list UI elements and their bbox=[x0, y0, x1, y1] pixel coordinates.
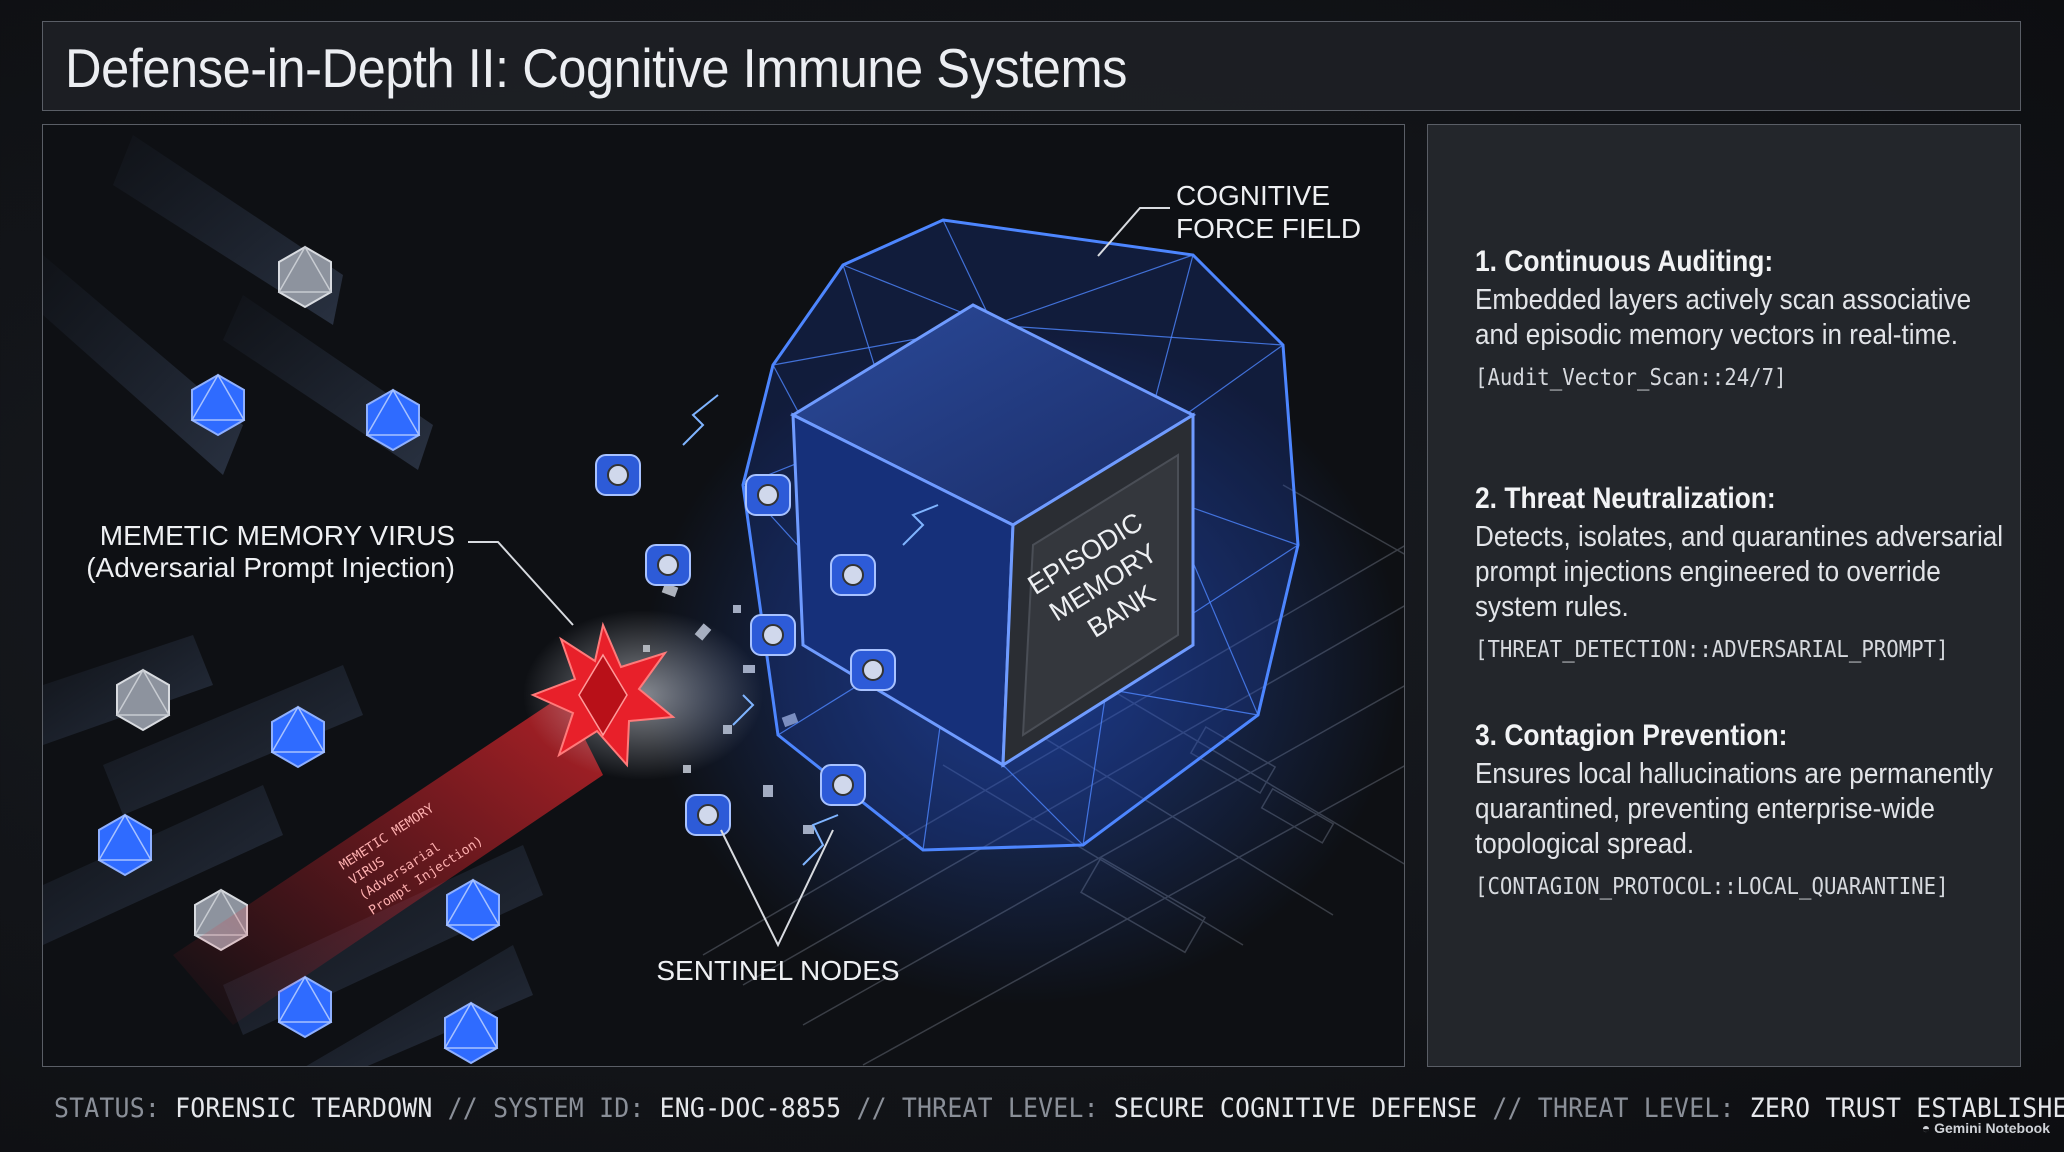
sentinel-node-icon bbox=[685, 794, 731, 836]
status-value: FORENSIC TEARDOWN bbox=[175, 1093, 433, 1124]
memetic-virus-icon bbox=[530, 621, 676, 768]
section-contagion-prevention: 3. Contagion Prevention: Ensures local h… bbox=[1475, 719, 2005, 900]
data-packet-icon bbox=[277, 245, 333, 309]
sentinel-node-icon bbox=[745, 474, 791, 516]
notebook-icon: ◓ bbox=[1921, 1120, 1931, 1136]
status-separator: // bbox=[1492, 1093, 1523, 1124]
data-packet-icon bbox=[190, 373, 246, 437]
section-code: [CONTAGION_PROTOCOL::LOCAL_QUARANTINE] bbox=[1475, 874, 1949, 900]
section-heading: 3. Contagion Prevention: bbox=[1475, 719, 1788, 752]
immune-system-illustration: MEMETIC MEMORY VIRUS (Adversarial Prompt… bbox=[43, 135, 1404, 1066]
status-key: SYSTEM ID: bbox=[493, 1093, 645, 1124]
watermark-text: Gemini Notebook bbox=[1934, 1120, 2050, 1136]
status-value: SECURE COGNITIVE DEFENSE bbox=[1113, 1093, 1478, 1124]
section-body: Embedded layers actively scan associativ… bbox=[1475, 284, 1972, 351]
force-field-label: FORCE FIELD bbox=[1176, 213, 1361, 244]
data-packet-icon bbox=[443, 1001, 499, 1065]
title-bar: Defense-in-Depth II: Cognitive Immune Sy… bbox=[42, 21, 2021, 111]
sentinel-node-icon bbox=[820, 764, 866, 806]
info-panel: 1. Continuous Auditing: Embedded layers … bbox=[1427, 124, 2021, 1067]
leader-lines bbox=[468, 207, 1170, 948]
sentinel-node-icon bbox=[750, 614, 796, 656]
section-code: [THREAT_DETECTION::ADVERSARIAL_PROMPT] bbox=[1475, 637, 1949, 663]
virus-beam bbox=[173, 695, 603, 1025]
status-value: ZERO TRUST ESTABLISHED bbox=[1749, 1093, 2064, 1124]
section-continuous-auditing: 1. Continuous Auditing: Embedded layers … bbox=[1475, 245, 2005, 391]
diagram-panel: MEMETIC MEMORY VIRUS (Adversarial Prompt… bbox=[42, 124, 1405, 1067]
section-code: [Audit_Vector_Scan::24/7] bbox=[1475, 365, 1787, 391]
status-key: STATUS: bbox=[54, 1093, 160, 1124]
data-packets bbox=[97, 245, 501, 1065]
status-separator: // bbox=[447, 1093, 478, 1124]
section-body: Detects, isolates, and quarantines adver… bbox=[1475, 521, 2004, 623]
data-packet-icon bbox=[445, 878, 501, 942]
status-key: THREAT LEVEL: bbox=[1537, 1093, 1735, 1124]
section-threat-neutralization: 2. Threat Neutralization: Detects, isola… bbox=[1475, 482, 2005, 663]
sentinel-node-icon bbox=[595, 454, 641, 496]
force-field-label: COGNITIVE bbox=[1176, 180, 1330, 211]
section-heading: 2. Threat Neutralization: bbox=[1475, 482, 1776, 515]
data-packet-icon bbox=[97, 813, 153, 877]
sentinel-node-icon bbox=[645, 544, 691, 586]
watermark: ◓ Gemini Notebook bbox=[1922, 1120, 2050, 1136]
virus-sublabel: (Adversarial Prompt Injection) bbox=[86, 552, 455, 583]
sentinel-node-icon bbox=[830, 554, 876, 596]
status-key: THREAT LEVEL: bbox=[901, 1093, 1099, 1124]
section-heading: 1. Continuous Auditing: bbox=[1475, 245, 1774, 278]
virus-label: MEMETIC MEMORY VIRUS bbox=[100, 520, 455, 551]
sentinel-nodes bbox=[595, 454, 896, 836]
sentinel-node-icon bbox=[850, 649, 896, 691]
sentinel-label: SENTINEL NODES bbox=[656, 955, 899, 986]
status-separator: // bbox=[856, 1093, 887, 1124]
status-bar: STATUS: FORENSIC TEARDOWN // SYSTEM ID: … bbox=[54, 1093, 2064, 1124]
section-body: Ensures local hallucinations are permane… bbox=[1475, 758, 1993, 860]
data-packet-icon bbox=[365, 388, 421, 452]
data-packet-icon bbox=[115, 668, 171, 732]
episodic-memory-bank: EPISODIC MEMORY BANK bbox=[789, 303, 1197, 768]
electric-sparks bbox=[682, 394, 939, 866]
status-value: ENG-DOC-8855 bbox=[659, 1093, 842, 1124]
data-packet-icon bbox=[270, 705, 326, 769]
page-title: Defense-in-Depth II: Cognitive Immune Sy… bbox=[65, 37, 1128, 99]
